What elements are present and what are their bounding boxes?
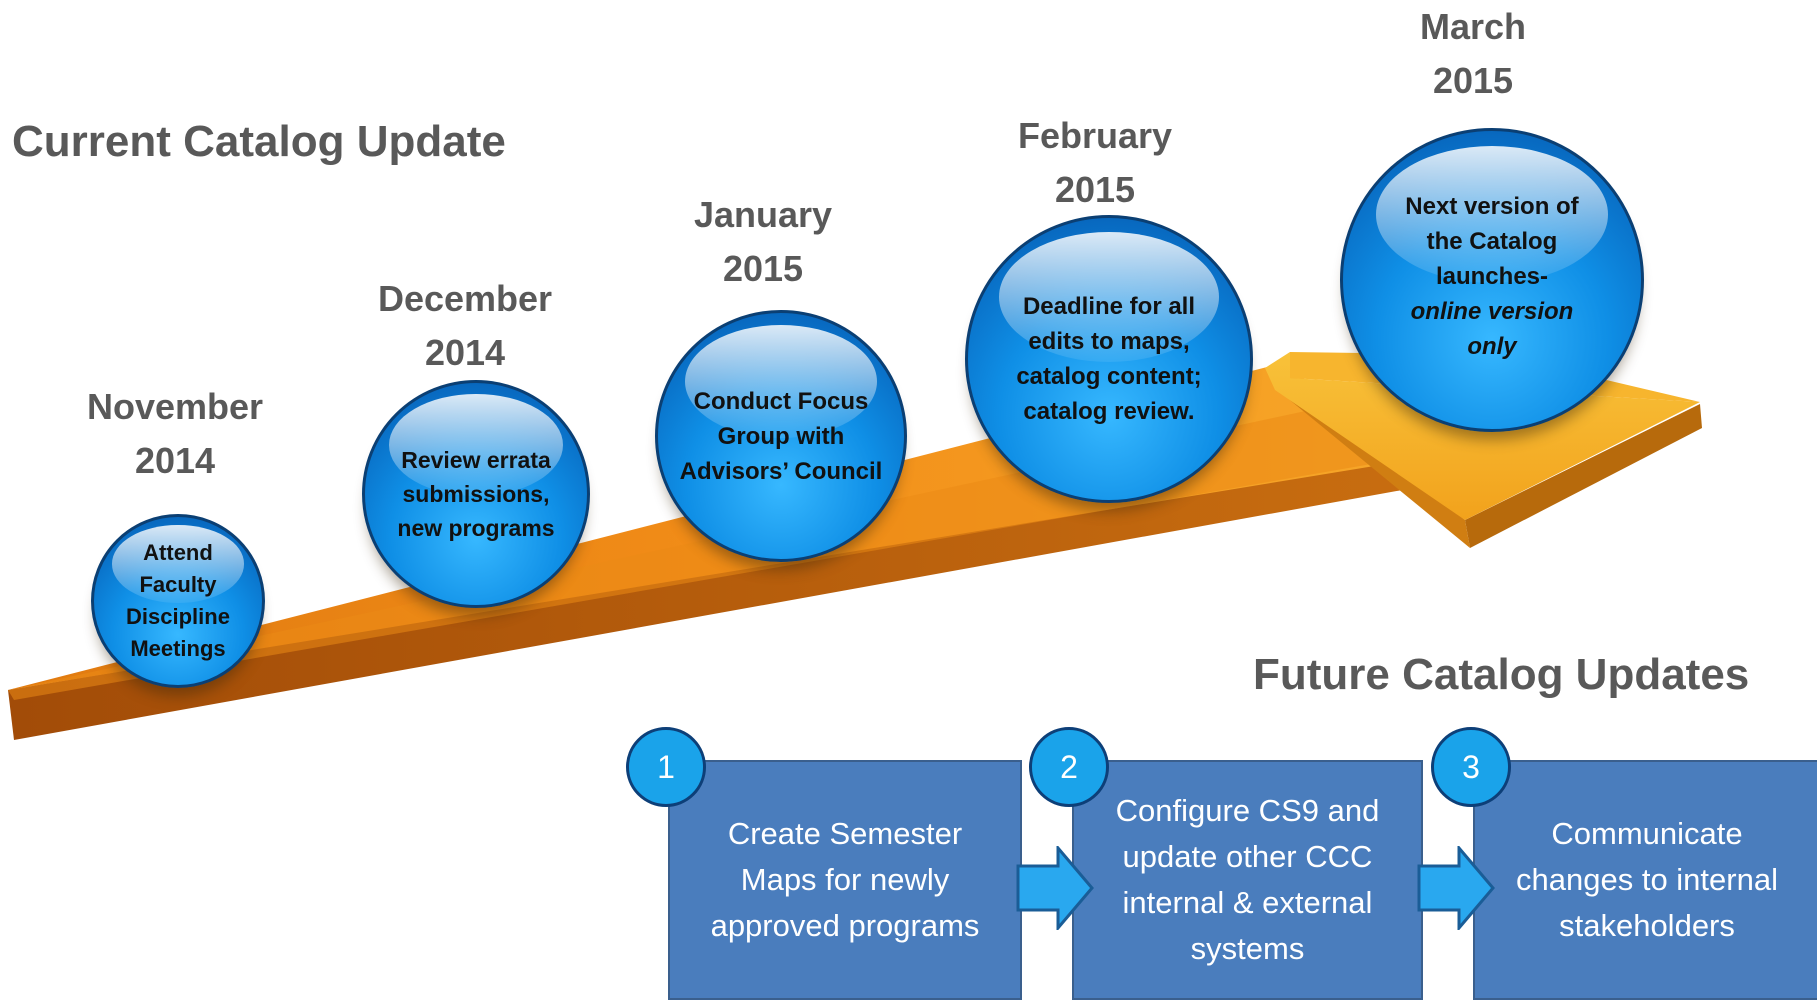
milestone-sphere-december: Review errata submissions, new programs	[362, 380, 590, 608]
milestone-sphere-february: Deadline for all edits to maps, catalog …	[965, 215, 1253, 503]
step-number-badge-3: 3	[1431, 727, 1511, 807]
sphere-line: Meetings	[130, 636, 226, 661]
step-line: Configure CS9 and	[1115, 793, 1380, 828]
step-line: update other CCC	[1122, 839, 1373, 874]
sphere-line: launches-	[1435, 263, 1548, 290]
step-line: internal & external	[1122, 885, 1373, 920]
step-line: stakeholders	[1559, 908, 1735, 943]
sphere-line: Discipline	[126, 604, 230, 629]
step-number-badge-1: 1	[626, 727, 706, 807]
step-line: systems	[1190, 931, 1305, 966]
milestone-sphere-march: Next version of the Catalog launches- on…	[1340, 128, 1644, 432]
sphere-line: Advisors’ Council	[679, 457, 883, 485]
future-updates-heading: Future Catalog Updates	[1253, 650, 1750, 699]
milestone-sphere-january: Conduct Focus Group with Advisors’ Counc…	[655, 310, 907, 562]
step-line: Communicate	[1551, 816, 1743, 851]
step-box-3: Communicate changes to internal stakehol…	[1473, 760, 1817, 1000]
connector-arrow-1-2	[1016, 846, 1094, 930]
sphere-line: the Catalog	[1426, 228, 1558, 255]
step-line: Maps for newly	[740, 862, 950, 897]
sphere-line-italic: online version	[1410, 298, 1574, 325]
sphere-line: catalog review.	[1023, 398, 1195, 425]
step-number-badge-2: 2	[1029, 727, 1109, 807]
sphere-line: new programs	[397, 515, 555, 541]
sphere-line: Group with	[717, 422, 845, 450]
sphere-line: catalog content;	[1016, 363, 1202, 390]
sphere-line: Next version of	[1405, 193, 1579, 220]
sphere-line: Attend	[143, 540, 213, 565]
sphere-line: submissions,	[402, 481, 550, 507]
current-update-heading: Current Catalog Update	[12, 117, 506, 166]
sphere-line: Deadline for all	[1022, 293, 1196, 320]
sphere-line: Review errata	[401, 447, 551, 473]
step-line: changes to internal	[1516, 862, 1778, 897]
step-box-2: Configure CS9 and update other CCC inter…	[1072, 760, 1423, 1000]
sphere-line: Conduct Focus	[693, 387, 869, 415]
step-line: approved programs	[710, 908, 980, 943]
sphere-line: edits to maps,	[1028, 328, 1190, 355]
milestone-sphere-november: Attend Faculty Discipline Meetings	[91, 514, 265, 688]
step-box-1: Create Semester Maps for newly approved …	[668, 760, 1022, 1000]
step-line: Create Semester	[727, 816, 963, 851]
sphere-line: Faculty	[139, 572, 217, 597]
sphere-line-italic: only	[1467, 333, 1517, 360]
connector-arrow-2-3	[1417, 846, 1495, 930]
